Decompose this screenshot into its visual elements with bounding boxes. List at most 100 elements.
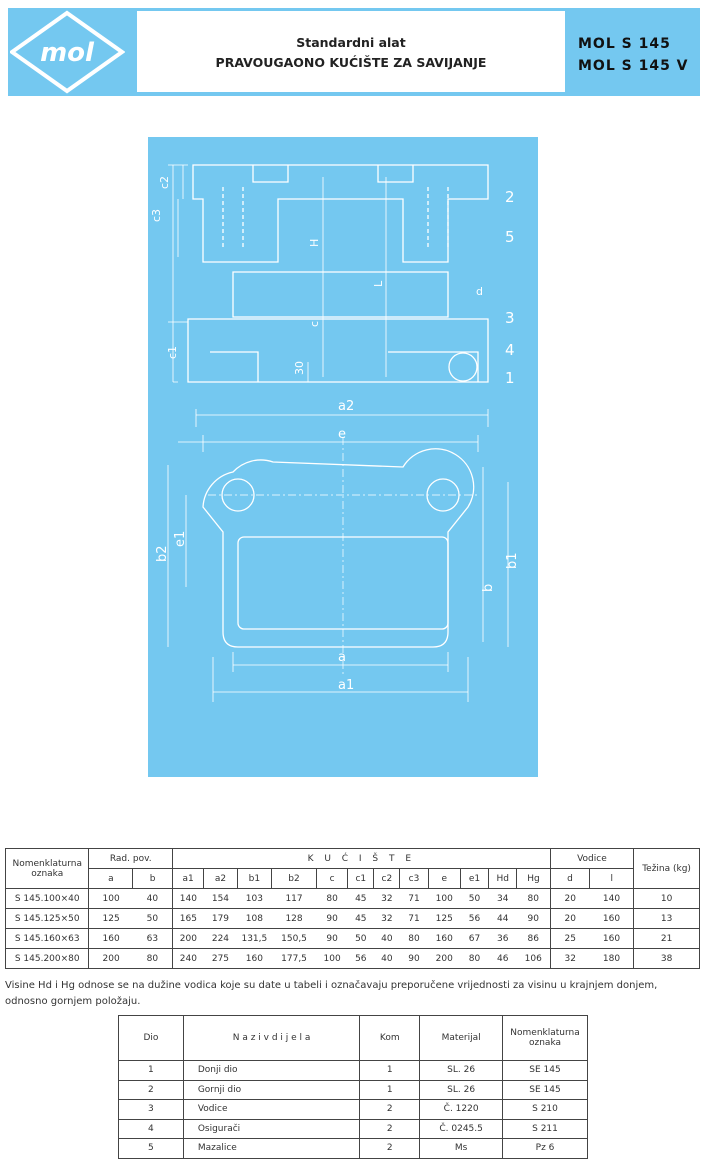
parts-cell: S 211 (502, 1118, 588, 1139)
label-c1: c1 (166, 346, 179, 359)
table-cell: 25 (549, 928, 590, 949)
parts-cell: SE 145 (502, 1060, 588, 1081)
table-cell: 80 (516, 888, 551, 909)
subheader-e1: e1 (459, 868, 490, 889)
table-cell: 86 (516, 928, 551, 949)
page-title: PRAVOUGAONO KUĆIŠTE ZA SAVIJANJE (215, 55, 487, 70)
table-cell: 34 (488, 888, 517, 909)
parts-cell: Gornji dio (182, 1079, 361, 1100)
subheader-hg: Hg (516, 868, 551, 889)
label-b2: b2 (155, 545, 170, 562)
table-cell: 100 (316, 948, 348, 969)
table-cell: 125 (428, 908, 461, 929)
table-cell: 40 (373, 948, 400, 969)
parts-cell: SL. 26 (419, 1079, 504, 1100)
table-cell: 21 (633, 928, 700, 949)
table-cell: 117 (271, 888, 317, 909)
subheader-a: a (88, 868, 134, 889)
parts-header-cell: Nomenklaturna oznaka (502, 1015, 588, 1061)
table-cell: 20 (549, 888, 590, 909)
table-cell: 20 (549, 908, 590, 929)
table-cell: 154 (203, 888, 238, 909)
label-part-4: 4 (505, 341, 515, 359)
subheader-b: b (132, 868, 173, 889)
table-cell: 40 (132, 888, 173, 909)
parts-cell: Donji dio (182, 1060, 361, 1081)
parts-cell: 4 (118, 1118, 184, 1139)
table-cell: 80 (399, 928, 429, 949)
parts-cell: Č. 1220 (419, 1099, 504, 1120)
parts-header-cell: Materijal (419, 1015, 504, 1061)
parts-cell: Pz 6 (502, 1138, 588, 1159)
mol-logo: mol (10, 10, 125, 94)
subheader-l: l (589, 868, 635, 889)
table-cell: 32 (373, 888, 400, 909)
label-b: b (481, 584, 496, 592)
table-cell: 131,5 (237, 928, 272, 949)
subheader-b1: b1 (236, 868, 273, 889)
table-cell: 56 (460, 908, 489, 929)
table-cell: 44 (488, 908, 517, 929)
table-cell: 32 (549, 948, 590, 969)
dimensions-table: Nomenklaturna oznaka Rad. pov. K U Ć I Š… (4, 848, 700, 969)
label-a: a (338, 650, 346, 665)
subheader-d: d (549, 868, 591, 889)
note-text: Visine Hd i Hg odnose se na dužine vodic… (5, 980, 658, 1007)
parts-cell: 2 (359, 1118, 421, 1139)
parts-cell: S 210 (502, 1099, 588, 1120)
table-cell: 140 (589, 888, 635, 909)
parts-cell: SE 145 (502, 1079, 588, 1100)
table-cell: S 145.100×40 (4, 888, 90, 909)
parts-cell: 3 (118, 1099, 184, 1120)
table-cell: 140 (172, 888, 204, 909)
label-c2: c2 (158, 176, 171, 189)
table-cell: 200 (88, 948, 133, 969)
table-cell: 56 (347, 948, 374, 969)
table-cell: 67 (460, 928, 489, 949)
svg-text:mol: mol (40, 38, 95, 68)
code-1: MOL S 145 (578, 36, 671, 52)
table-cell: 40 (373, 928, 400, 949)
table-cell: 45 (347, 888, 374, 909)
header-vodice: Vodice (549, 848, 635, 869)
parts-header-cell: Dio (118, 1015, 184, 1061)
subheader-c: c (315, 868, 349, 889)
label-part-5: 5 (505, 228, 515, 246)
parts-cell: 2 (359, 1138, 421, 1159)
label-a2: a2 (338, 399, 354, 414)
table-cell: 38 (633, 948, 700, 969)
technical-drawing: c2 c3 H L c c1 30 d 2 5 3 4 1 a2 e e1 b2… (148, 137, 538, 777)
table-cell: 100 (428, 888, 461, 909)
parts-cell: Vodice (182, 1099, 361, 1120)
table-cell: 179 (203, 908, 238, 929)
table-cell: 63 (132, 928, 173, 949)
parts-cell: 2 (359, 1099, 421, 1120)
parts-header-cell: Kom (359, 1015, 421, 1061)
table-cell: 80 (460, 948, 489, 969)
table-cell: 150,5 (271, 928, 317, 949)
table-cell: 100 (88, 888, 133, 909)
product-codes: MOL S 145 MOL S 145 V (578, 33, 689, 77)
subheader-e: e (427, 868, 461, 889)
code-2: MOL S 145 V (578, 58, 689, 74)
label-e1: e1 (173, 531, 188, 547)
table-cell: 50 (460, 888, 489, 909)
label-c: c (308, 321, 321, 327)
parts-cell: Ms (419, 1138, 504, 1159)
parts-cell: 1 (359, 1060, 421, 1081)
table-cell: 160 (589, 908, 635, 929)
header-tezina: Težina (kg) (633, 848, 700, 889)
label-b1: b1 (505, 552, 520, 569)
table-cell: S 145.200×80 (4, 948, 90, 969)
table-cell: 90 (316, 908, 348, 929)
subheader-a2: a2 (203, 868, 238, 889)
table-cell: 160 (237, 948, 272, 969)
table-cell: 160 (88, 928, 133, 949)
